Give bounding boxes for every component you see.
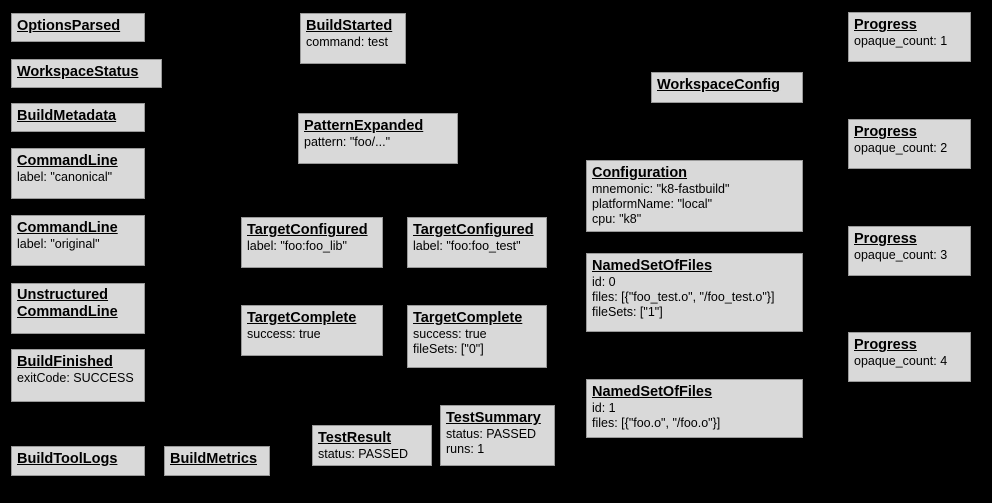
- node-build-metadata[interactable]: BuildMetadata: [11, 103, 145, 132]
- node-title: PatternExpanded: [304, 118, 424, 134]
- node-title: Progress: [854, 17, 917, 33]
- node-title: Progress: [854, 231, 917, 247]
- node-title: TargetComplete: [247, 310, 357, 326]
- node-fields: opaque_count: 3: [854, 248, 965, 263]
- node-field: label: "foo:foo_lib": [247, 239, 347, 253]
- node-fields: label: "canonical": [17, 170, 139, 185]
- node-field: success: true: [247, 327, 321, 341]
- node-fields: pattern: "foo/...": [304, 135, 452, 150]
- node-title: WorkspaceConfig: [657, 77, 781, 93]
- node-title: Progress: [854, 337, 917, 353]
- node-fields: mnemonic: "k8-fastbuild"platformName: "l…: [592, 182, 797, 227]
- node-title: TargetConfigured: [247, 222, 368, 238]
- node-title: CommandLine: [17, 153, 118, 169]
- node-field: label: "original": [17, 237, 100, 251]
- node-field: command: test: [306, 35, 388, 49]
- node-field: fileSets: ["0"]: [413, 342, 484, 356]
- node-build-metrics[interactable]: BuildMetrics: [164, 446, 270, 476]
- node-field: status: PASSED: [446, 427, 537, 441]
- node-field: platformName: "local": [592, 197, 713, 211]
- node-workspace-config[interactable]: WorkspaceConfig: [651, 72, 803, 103]
- node-fields: label: "foo:foo_test": [413, 239, 541, 254]
- node-title: OptionsParsed: [17, 18, 121, 34]
- node-title: TargetConfigured: [413, 222, 534, 238]
- node-fields: status: PASSED: [318, 447, 426, 462]
- node-field: runs: 1: [446, 442, 485, 456]
- node-title: Progress: [854, 124, 917, 140]
- node-title: WorkspaceStatus: [17, 64, 139, 80]
- node-field: opaque_count: 3: [854, 248, 948, 262]
- node-title: BuildMetrics: [170, 451, 258, 467]
- node-options-parsed[interactable]: OptionsParsed: [11, 13, 145, 42]
- node-title: TestResult: [318, 430, 392, 446]
- node-field: files: [{"foo.o", "/foo.o"}]: [592, 416, 721, 430]
- node-title: BuildFinished: [17, 354, 113, 370]
- node-field: fileSets: ["1"]: [592, 305, 663, 319]
- node-field: id: 1: [592, 401, 616, 415]
- node-build-tool-logs[interactable]: BuildToolLogs: [11, 446, 145, 476]
- node-field: opaque_count: 1: [854, 34, 948, 48]
- node-field: files: [{"foo_test.o", "/foo_test.o"}]: [592, 290, 775, 304]
- node-fields: opaque_count: 4: [854, 354, 965, 369]
- node-field: opaque_count: 4: [854, 354, 948, 368]
- node-fields: opaque_count: 1: [854, 34, 965, 49]
- node-fields: exitCode: SUCCESS: [17, 371, 139, 386]
- node-field: mnemonic: "k8-fastbuild": [592, 182, 730, 196]
- node-field: id: 0: [592, 275, 616, 289]
- node-title: NamedSetOfFiles: [592, 384, 713, 400]
- node-fields: command: test: [306, 35, 400, 50]
- node-field: pattern: "foo/...": [304, 135, 391, 149]
- node-field: success: true: [413, 327, 487, 341]
- node-title: Configuration: [592, 165, 688, 181]
- node-workspace-status[interactable]: WorkspaceStatus: [11, 59, 162, 88]
- node-title: Unstructured CommandLine: [17, 287, 118, 320]
- node-field: opaque_count: 2: [854, 141, 948, 155]
- node-field: label: "canonical": [17, 170, 113, 184]
- node-field: status: PASSED: [318, 447, 409, 461]
- node-title: CommandLine: [17, 220, 118, 236]
- node-title: TestSummary: [446, 410, 541, 426]
- node-fields: label: "foo:foo_lib": [247, 239, 377, 254]
- node-fields: label: "original": [17, 237, 139, 252]
- node-fields: success: true: [247, 327, 377, 342]
- node-title: BuildToolLogs: [17, 451, 118, 467]
- node-title: NamedSetOfFiles: [592, 258, 713, 274]
- node-title: BuildMetadata: [17, 108, 117, 124]
- node-field: cpu: "k8": [592, 212, 642, 226]
- node-title: TargetComplete: [413, 310, 523, 326]
- node-unstructured-command-line[interactable]: Unstructured CommandLine: [11, 283, 145, 334]
- node-title: BuildStarted: [306, 18, 393, 34]
- node-field: label: "foo:foo_test": [413, 239, 521, 253]
- node-field: exitCode: SUCCESS: [17, 371, 134, 385]
- node-fields: opaque_count: 2: [854, 141, 965, 156]
